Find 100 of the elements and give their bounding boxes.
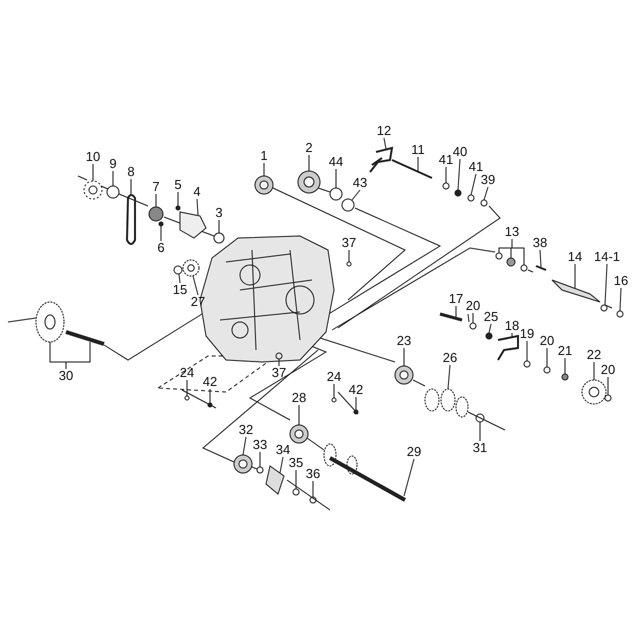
callout-number: 4 (193, 185, 201, 199)
leader-line (278, 358, 280, 366)
dowel-pin-drawing (184, 396, 190, 400)
leader-line (604, 264, 608, 306)
callout-number: 10 (86, 150, 100, 164)
washer-drawing (506, 258, 516, 266)
gear-drawing (582, 380, 606, 404)
callout-number: 20 (600, 363, 616, 377)
shaft-drawing (65, 330, 105, 346)
bushing-drawing (562, 374, 568, 380)
leader-line (384, 138, 386, 150)
washer-drawing (330, 188, 342, 200)
callout-number: 42 (348, 383, 364, 397)
leader-line (186, 380, 188, 396)
leader-line (526, 340, 528, 362)
leader-line (564, 358, 566, 374)
callout-number: 30 (58, 369, 74, 383)
callout-number: 8 (127, 165, 135, 179)
callout-number: 23 (396, 334, 412, 348)
dowel-pin-drawing (276, 352, 282, 360)
ball-drawing (454, 190, 462, 196)
bolt-drawing (354, 410, 358, 414)
callout-number: 5 (174, 178, 182, 192)
circlip-drawing (524, 360, 530, 368)
shift-fork-drawing (369, 146, 394, 173)
leader-line (280, 456, 284, 474)
washer-drawing (544, 366, 550, 374)
leader-line (472, 312, 474, 324)
circlip-drawing (480, 200, 488, 206)
shift-fork-drawing (497, 334, 519, 361)
callout-number: 26 (442, 351, 458, 365)
callout-number: 6 (157, 241, 165, 255)
callout-number: 18 (504, 319, 520, 333)
leader-line (574, 264, 576, 288)
dowel-pin-drawing (332, 398, 336, 402)
callout-number: 16 (614, 274, 628, 288)
cover-plate-drawing (180, 211, 207, 239)
drive-belt-drawing (126, 194, 136, 245)
bolt-drawing (208, 402, 212, 408)
leader-line (620, 288, 622, 312)
callout-number: 12 (376, 124, 392, 138)
circlip-drawing (600, 304, 608, 312)
gear-shaft-drawing (324, 444, 406, 502)
bearing-drawing (254, 176, 274, 194)
spring-drawing (486, 332, 492, 340)
callout-number: 33 (252, 438, 268, 452)
callout-number: 31 (472, 441, 488, 455)
leader-line (160, 226, 162, 242)
leader-line (92, 164, 94, 182)
gear-cluster-drawing (424, 388, 468, 418)
callout-number: 37 (342, 236, 356, 250)
washer-drawing (604, 394, 612, 402)
circlip-drawing (476, 414, 484, 422)
callout-number: 24 (180, 366, 194, 380)
leader-line (348, 250, 350, 262)
callout-number: 39 (480, 173, 496, 187)
washer-drawing (256, 466, 264, 474)
callout-number: 43 (352, 176, 368, 190)
pin-drawing (536, 265, 546, 271)
dowel-pin-drawing (346, 262, 352, 266)
callout-number: 14 (568, 250, 582, 264)
bolt-drawing (158, 222, 164, 226)
bearing-drawing (298, 170, 320, 194)
washer-drawing (468, 194, 474, 202)
callout-number: 38 (532, 236, 548, 250)
callout-number: 42 (202, 375, 218, 389)
leader-line (546, 348, 548, 368)
bearing-drawing (234, 454, 252, 474)
callout-number: 34 (276, 443, 290, 457)
bevel-gear-drawing (265, 465, 285, 495)
callout-number: 17 (448, 292, 464, 306)
leader-line (66, 342, 90, 370)
callout-number: 2 (305, 141, 313, 155)
leader-line (540, 250, 542, 268)
leader-line (298, 404, 300, 426)
callout-number: 9 (109, 157, 117, 171)
leader-line (488, 324, 492, 334)
callout-number: 41 (468, 160, 484, 174)
leader-line (484, 186, 488, 200)
callout-number: 7 (152, 180, 160, 194)
callout-number: 32 (238, 423, 254, 437)
callout-number: 20 (540, 334, 554, 348)
circlip-drawing (174, 266, 182, 274)
callout-number: 19 (520, 327, 534, 341)
callout-number: 25 (484, 310, 498, 324)
callout-number: 1 (260, 149, 268, 163)
bearing-drawing (290, 424, 308, 444)
washer-drawing (442, 182, 450, 190)
callout-number: 29 (406, 445, 422, 459)
callout-number: 28 (292, 391, 306, 405)
washer-drawing (106, 186, 120, 198)
callout-number: 35 (288, 456, 304, 470)
bearing-drawing (394, 366, 414, 384)
oil-seal-drawing (148, 206, 164, 222)
washer-drawing (496, 252, 502, 260)
callout-number: 24 (326, 370, 342, 384)
leader-line (130, 178, 132, 196)
washer-drawing (292, 488, 300, 496)
leader-line (196, 198, 198, 216)
shaft-drawing (552, 280, 600, 302)
